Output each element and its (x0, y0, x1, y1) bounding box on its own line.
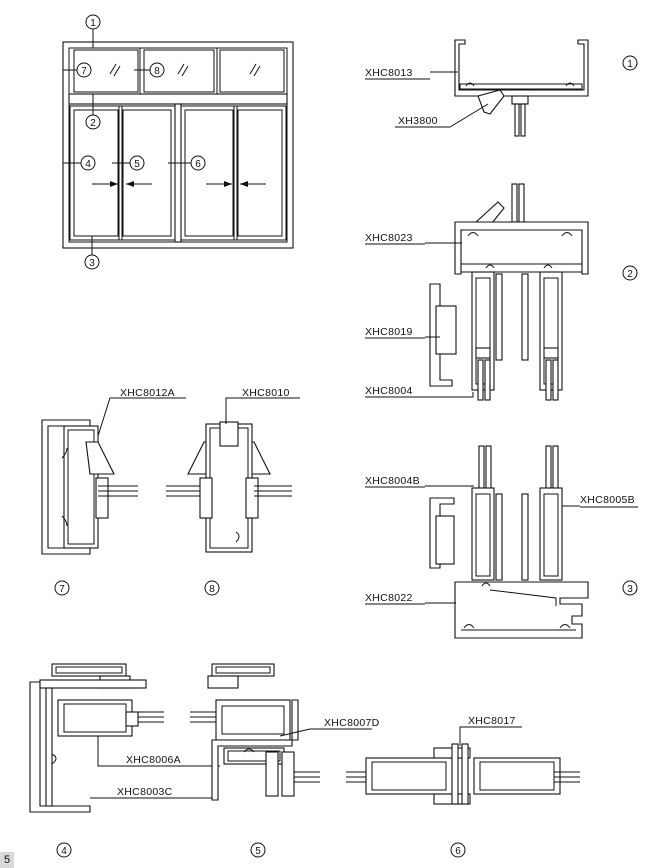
svg-text:8: 8 (154, 66, 160, 77)
svg-text:6: 6 (195, 159, 201, 170)
svg-text:2: 2 (627, 269, 633, 280)
section-marker-8: 8 (134, 62, 165, 78)
section-1-detail: XHC8013 XH3800 1 (365, 39, 638, 137)
page-number: 5 (0, 852, 14, 868)
section-marker-3: 3 (84, 236, 100, 270)
label-xhc8022: XHC8022 (365, 592, 413, 604)
svg-text:4: 4 (85, 159, 91, 170)
label-xhc8003c: XHC8003C (117, 786, 173, 798)
section-2-detail: XHC8023 XHC8019 XHC8004 2 (365, 183, 638, 401)
section-marker-5: 5 (112, 155, 145, 171)
svg-text:3: 3 (627, 584, 633, 595)
section-marker-2: 2 (85, 94, 101, 130)
glass-hatch-icon (109, 63, 261, 77)
svg-text:8: 8 (209, 584, 215, 595)
label-xhc8023: XHC8023 (365, 232, 413, 244)
section-marker-4: 4 (63, 155, 96, 171)
label-xhc8005b: XHC8005B (580, 494, 635, 506)
section-marker-6: 6 (168, 155, 206, 171)
section-marker-7: 7 (63, 62, 92, 78)
section-4-detail: XHC8006A XHC8003C 4 (29, 663, 220, 858)
svg-text:7: 7 (59, 584, 65, 595)
svg-text:5: 5 (255, 846, 261, 857)
section-3-detail: XHC8004B XHC8005B XHC8022 3 (365, 445, 638, 639)
section-marker-1: 1 (85, 14, 101, 48)
slide-arrow-icon (92, 181, 266, 187)
svg-text:7: 7 (81, 66, 87, 77)
section-6-detail: XHC8017 6 (346, 715, 580, 858)
label-xhc8004b: XHC8004B (365, 475, 420, 487)
svg-text:3: 3 (89, 258, 95, 269)
section-7-detail: XHC8012A 7 (41, 387, 186, 596)
label-xhc8004: XHC8004 (365, 385, 413, 397)
label-xhc8006a: XHC8006A (126, 754, 181, 766)
label-xhc8007d: XHC8007D (324, 717, 380, 729)
label-xhc8010: XHC8010 (242, 387, 290, 399)
svg-text:1: 1 (90, 18, 96, 29)
label-xhc8019: XHC8019 (365, 326, 413, 338)
label-xhc8012a: XHC8012A (120, 387, 175, 399)
svg-text:5: 5 (134, 159, 140, 170)
label-xhc8013: XHC8013 (365, 67, 413, 79)
section-8-detail: XHC8010 8 (166, 387, 300, 596)
window-elevation: 1 7 8 2 4 5 6 3 (62, 14, 294, 270)
svg-text:2: 2 (90, 118, 96, 129)
label-xhc8017: XHC8017 (468, 715, 516, 727)
label-xh3800: XH3800 (398, 115, 438, 127)
svg-text:6: 6 (455, 846, 461, 857)
svg-text:4: 4 (61, 846, 67, 857)
svg-text:1: 1 (627, 59, 633, 70)
section-5-detail: XHC8007D 5 (190, 663, 380, 858)
